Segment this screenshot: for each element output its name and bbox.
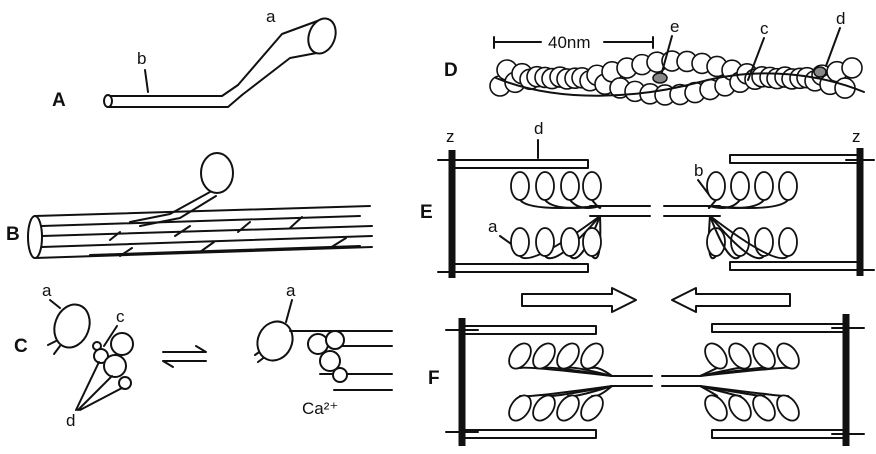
thick-filament-e — [590, 206, 720, 216]
myosin-head — [536, 172, 554, 200]
myosin-head — [577, 339, 608, 372]
myosin-head — [583, 228, 601, 256]
actin-double-helix — [490, 51, 862, 105]
panel-b: B — [6, 153, 372, 258]
label-d-left: d — [66, 411, 75, 430]
myosin-head — [725, 339, 756, 372]
myosin-head — [511, 172, 529, 200]
label-e: e — [670, 17, 679, 36]
protruding-head — [130, 153, 233, 226]
head-detached — [48, 300, 95, 354]
panel-c-label: C — [14, 336, 28, 357]
label-a-right: a — [286, 281, 296, 300]
arrow-right-icon — [522, 288, 636, 312]
label-a-e: a — [488, 217, 498, 236]
myosin-head — [779, 172, 797, 200]
myosin-head — [725, 391, 756, 424]
myosin-head — [701, 339, 732, 372]
myosin-head — [749, 391, 780, 424]
myosin-head — [536, 228, 554, 256]
myosin-head — [779, 228, 797, 256]
troponin-e — [653, 73, 667, 83]
panel-f-label: F — [428, 368, 440, 389]
label-c-left: c — [116, 307, 125, 326]
label-a-head: a — [266, 7, 276, 26]
myosin-head — [755, 172, 773, 200]
myosin-head — [701, 391, 732, 424]
panel-d-label: D — [444, 60, 458, 81]
label-b-e: b — [694, 161, 703, 180]
myosin-head — [561, 172, 579, 200]
label-z-left: z — [446, 127, 455, 146]
filament-bundle — [28, 206, 372, 258]
myosin-head — [511, 228, 529, 256]
calcium-ion-label: Ca²⁺ — [302, 399, 338, 418]
label-a-left: a — [42, 281, 52, 300]
label-d-d: d — [836, 9, 845, 28]
scale-bar-label: 40nm — [548, 33, 591, 52]
panel-e: E z z d b a — [420, 119, 874, 278]
myosin-heads-f — [505, 339, 804, 424]
label-z-right: z — [852, 127, 861, 146]
myosin-head — [577, 391, 608, 424]
myosin-heads-e — [511, 172, 797, 258]
panel-b-label: B — [6, 224, 20, 245]
myosin-head — [583, 172, 601, 200]
panel-f: F — [428, 314, 864, 446]
label-b-tail: b — [137, 49, 146, 68]
myosin-tail — [104, 85, 242, 107]
sliding-arrows — [522, 288, 790, 312]
label-c-d: c — [760, 19, 769, 38]
label-d-e: d — [534, 119, 543, 138]
equilibrium-arrows-icon — [163, 346, 206, 367]
panel-a-label: A — [52, 90, 66, 111]
panel-e-label: E — [420, 202, 433, 223]
myosin-head — [707, 172, 725, 200]
leader-b — [145, 70, 148, 92]
panel-c: C a c d — [14, 281, 392, 430]
myosin-head — [561, 228, 579, 256]
actin-monomer — [842, 58, 862, 78]
thin-filaments-e — [452, 155, 860, 272]
myosin-head — [238, 15, 340, 95]
thin-filaments-f — [462, 324, 846, 438]
myosin-head — [731, 172, 749, 200]
panel-a: A a b — [52, 7, 340, 111]
head-attached — [251, 316, 392, 390]
panel-d: D 40nm e c d — [444, 9, 864, 105]
troponin-d — [814, 67, 826, 77]
thick-filament-f — [612, 376, 700, 386]
arrow-left-icon — [672, 288, 790, 312]
